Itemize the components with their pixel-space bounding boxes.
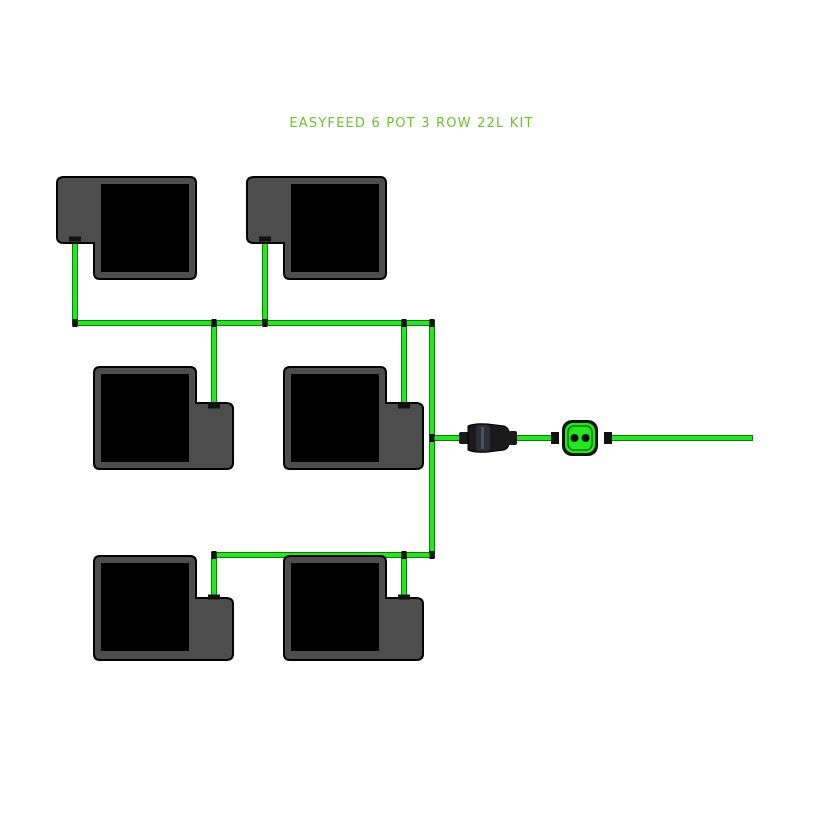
tee-top-3 <box>401 319 407 327</box>
pot-2 <box>246 176 387 280</box>
pot-4-inlet <box>398 403 410 409</box>
elbow-bottom-right <box>429 551 435 559</box>
elbow-bottom-left <box>211 551 217 559</box>
pot-2-inlet <box>259 236 271 242</box>
tee-top-1 <box>211 319 217 327</box>
fittings <box>69 236 435 600</box>
elbow-top-left <box>72 319 78 327</box>
diagram-title: EASYFEED 6 POT 3 ROW 22L KIT <box>289 116 534 131</box>
pot-3 <box>93 366 234 470</box>
pot-1-inlet <box>69 236 81 242</box>
pot-4 <box>283 366 424 470</box>
control-valve-icon <box>551 420 612 456</box>
pot-6 <box>283 555 424 661</box>
pot-5 <box>93 555 234 661</box>
pot-6-inlet <box>398 594 410 600</box>
pot-1 <box>56 176 197 280</box>
pot-3-inlet <box>208 403 220 409</box>
tee-bottom <box>401 551 407 559</box>
tee-top-2 <box>262 319 268 327</box>
filter-icon <box>459 423 517 453</box>
pot-5-inlet <box>208 594 220 600</box>
elbow-top-right <box>429 319 435 327</box>
tubing <box>72 237 753 601</box>
pots <box>56 176 424 661</box>
tee-trunk <box>429 434 435 442</box>
